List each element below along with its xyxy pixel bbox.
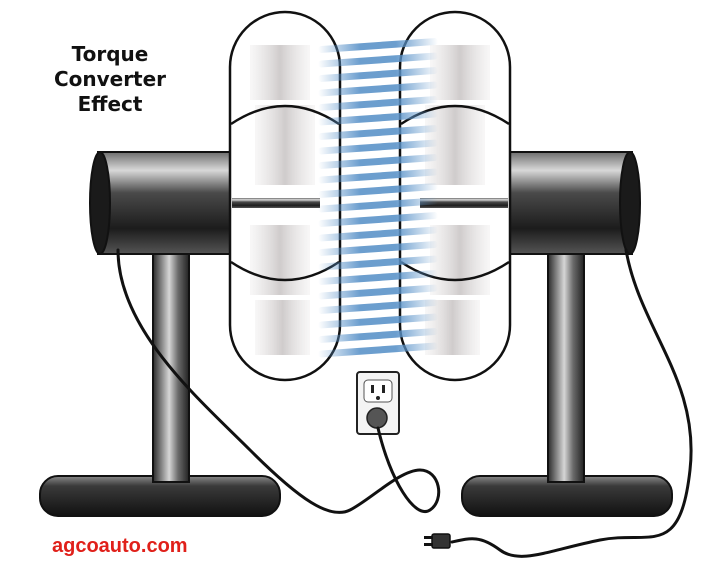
air-flow-streaks bbox=[318, 38, 438, 358]
fan-right bbox=[398, 10, 512, 382]
air-streak bbox=[318, 168, 438, 184]
air-streak bbox=[318, 183, 438, 198]
site-credit: agcoauto.com bbox=[52, 535, 188, 557]
electrical-plug bbox=[424, 533, 451, 549]
air-streak bbox=[318, 313, 438, 329]
air-streak bbox=[318, 328, 438, 343]
air-streak bbox=[318, 67, 438, 82]
air-streak bbox=[318, 96, 438, 111]
air-streak bbox=[318, 284, 438, 300]
left-motor-housing bbox=[89, 151, 249, 255]
air-streak bbox=[318, 212, 438, 227]
air-streak bbox=[318, 110, 438, 126]
air-streak bbox=[318, 154, 438, 169]
air-streak bbox=[318, 226, 438, 242]
left-fan-blades bbox=[250, 45, 315, 355]
fan-left bbox=[228, 10, 342, 382]
title-line-1: Torque bbox=[71, 42, 149, 66]
air-streak bbox=[318, 255, 438, 271]
wall-outlet bbox=[356, 371, 400, 435]
air-streak bbox=[318, 241, 438, 256]
diagram-title: Torque Converter Effect bbox=[40, 42, 180, 117]
right-stand-pole bbox=[547, 249, 585, 483]
title-line-3: Effect bbox=[77, 92, 143, 116]
title-line-2: Converter bbox=[53, 67, 167, 91]
air-streak bbox=[318, 38, 438, 53]
air-streak bbox=[318, 270, 438, 285]
air-streak bbox=[318, 81, 438, 97]
air-streak bbox=[318, 299, 438, 314]
air-streak bbox=[318, 139, 438, 155]
air-streak bbox=[318, 342, 438, 358]
power-cord bbox=[116, 248, 693, 558]
air-streak bbox=[318, 125, 438, 140]
air-streak bbox=[318, 197, 438, 213]
air-streak bbox=[318, 52, 438, 68]
